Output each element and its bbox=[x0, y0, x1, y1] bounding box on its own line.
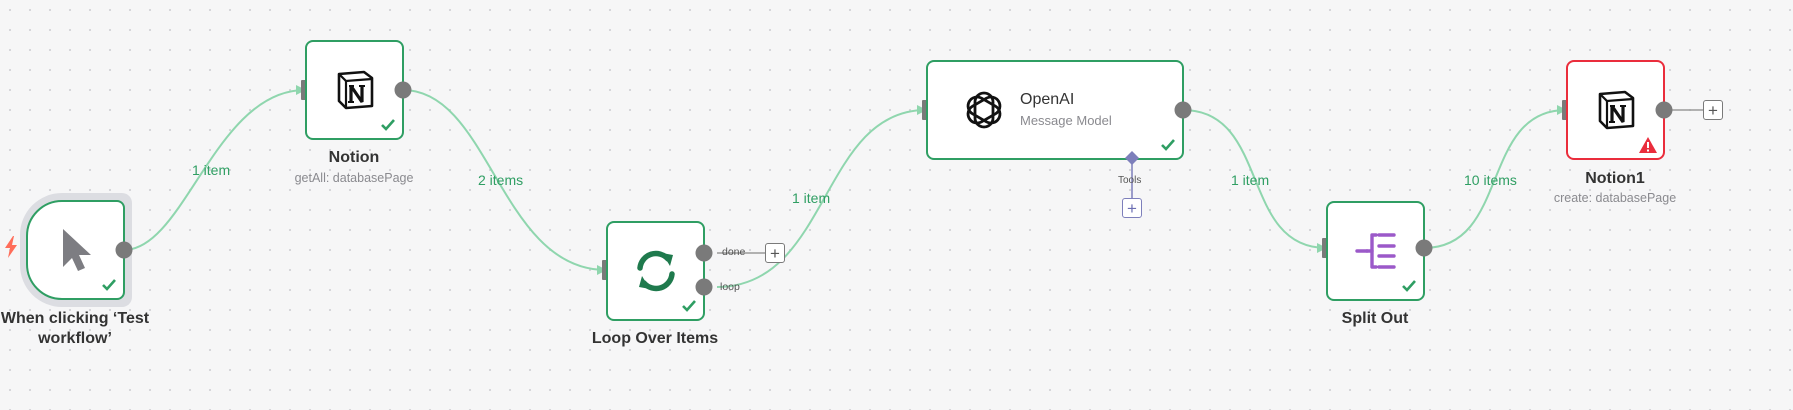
cursor-icon bbox=[28, 202, 123, 298]
tools-port-diamond-icon[interactable] bbox=[1124, 150, 1140, 166]
edge-label-openai-split: 1 item bbox=[1231, 172, 1270, 188]
notion-label: Notion bbox=[328, 149, 380, 166]
notion1-subtitle: create: databasePage bbox=[1553, 191, 1677, 205]
add-tool-button[interactable]: + bbox=[1122, 198, 1142, 218]
plus-icon: + bbox=[770, 243, 780, 263]
node-notion1[interactable] bbox=[1566, 60, 1665, 160]
success-check-icon bbox=[1161, 139, 1175, 151]
edge-label-notion-loop: 2 items bbox=[478, 172, 524, 188]
success-check-icon bbox=[682, 300, 696, 312]
node-split-out[interactable] bbox=[1326, 201, 1425, 301]
edge-label-loop-openai: 1 item bbox=[792, 190, 831, 206]
add-node-button[interactable]: + bbox=[765, 243, 785, 263]
connection-loop-openai[interactable] bbox=[716, 109, 927, 288]
edge-label-split-notion1: 10 items bbox=[1464, 172, 1517, 188]
connection-split-notion1[interactable] bbox=[1423, 109, 1567, 249]
trigger-output-handle[interactable] bbox=[114, 240, 134, 260]
plus-icon: + bbox=[1127, 198, 1137, 218]
connection-openai-split[interactable] bbox=[1182, 109, 1327, 249]
loop-label: Loop Over Items bbox=[591, 330, 719, 347]
loop-port-label: loop bbox=[720, 281, 740, 293]
openai-subtitle: Message Model bbox=[1020, 113, 1112, 128]
notion-logo-icon bbox=[307, 42, 402, 138]
warning-triangle-icon bbox=[1639, 137, 1657, 153]
done-port-label: done bbox=[722, 246, 746, 258]
notion1-label: Notion1 bbox=[1585, 170, 1645, 187]
loop-loop-output-handle[interactable] bbox=[694, 277, 714, 297]
success-check-icon bbox=[102, 279, 116, 291]
success-check-icon bbox=[1402, 280, 1416, 292]
tools-port-label: Tools bbox=[1118, 175, 1142, 186]
node-loop-over-items[interactable] bbox=[606, 221, 705, 321]
split-output-handle[interactable] bbox=[1414, 238, 1434, 258]
openai-title: OpenAI bbox=[1020, 91, 1075, 108]
split-label: Split Out bbox=[1341, 310, 1409, 327]
notion1-output-handle[interactable] bbox=[1654, 100, 1674, 120]
node-notion[interactable] bbox=[305, 40, 404, 140]
loop-done-output-handle[interactable] bbox=[694, 243, 714, 263]
lightning-bolt-icon bbox=[5, 236, 17, 258]
notion-output-handle[interactable] bbox=[393, 80, 413, 100]
connection-trigger-notion[interactable] bbox=[123, 89, 306, 251]
trigger-label: When clicking ‘Test workflow’ bbox=[0, 310, 150, 347]
add-node-button[interactable]: + bbox=[1703, 100, 1723, 120]
openai-output-handle[interactable] bbox=[1173, 100, 1193, 120]
notion-logo-icon bbox=[1568, 62, 1663, 158]
openai-logo-icon bbox=[962, 88, 1006, 132]
success-check-icon bbox=[381, 119, 395, 131]
notion-subtitle: getAll: databasePage bbox=[294, 171, 414, 185]
connection-notion-loop[interactable] bbox=[402, 89, 607, 271]
refresh-icon bbox=[608, 223, 703, 319]
node-openai[interactable]: OpenAI Message Model bbox=[926, 60, 1184, 160]
edge-label-trigger-notion: 1 item bbox=[192, 162, 231, 178]
node-manual-trigger[interactable] bbox=[26, 200, 125, 300]
plus-icon: + bbox=[1708, 100, 1718, 120]
split-out-icon bbox=[1328, 203, 1423, 299]
